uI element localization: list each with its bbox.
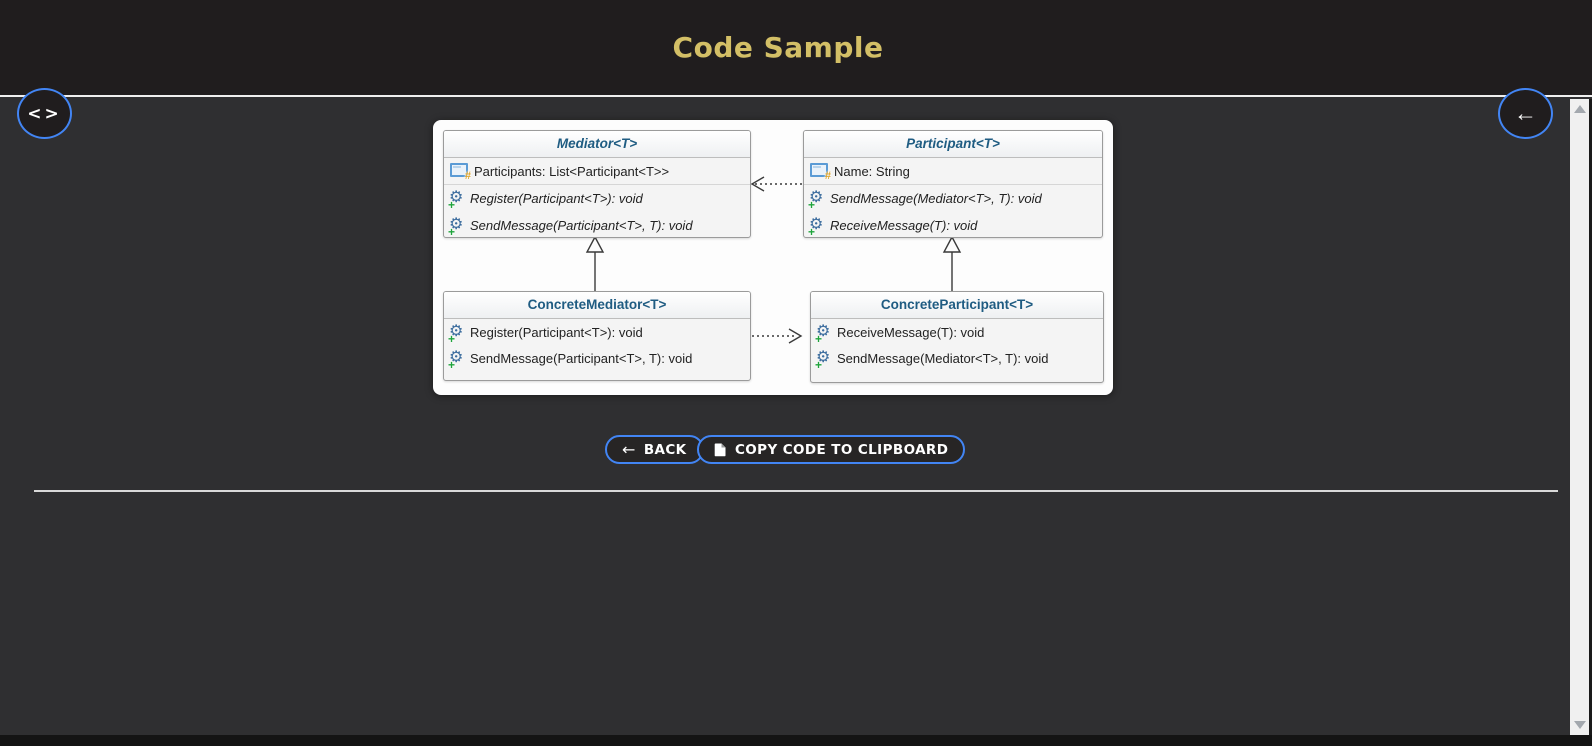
member-text: SendMessage(Mediator<T>, T): void <box>837 350 1049 366</box>
class-member: Participants: List<Participant<T>> <box>444 158 750 185</box>
left-arrow-icon: ← <box>1514 100 1537 126</box>
back-button[interactable]: ← BACK <box>605 435 704 464</box>
class-title: ConcreteMediator<T> <box>444 292 750 319</box>
back-button-label: BACK <box>643 441 687 458</box>
dependency-arrow-concretemediator-to-concreteparticipant <box>752 328 803 344</box>
method-icon <box>448 189 466 211</box>
property-icon <box>450 163 471 182</box>
method-icon <box>815 349 833 371</box>
class-title: Mediator<T> <box>444 131 750 158</box>
view-code-button[interactable]: <> <box>17 88 72 139</box>
method-icon <box>808 216 826 237</box>
member-text: Name: String <box>834 163 910 179</box>
class-member: ReceiveMessage(T): void <box>811 319 1103 345</box>
property-icon <box>810 163 831 182</box>
class-member: SendMessage(Participant<T>, T): void <box>444 345 750 371</box>
inheritance-arrow-concretemediator <box>585 235 605 291</box>
member-text: Register(Participant<T>): void <box>470 324 643 340</box>
code-brackets-icon: <> <box>27 103 62 124</box>
horizontal-divider <box>34 490 1558 492</box>
class-member: SendMessage(Mediator<T>, T): void <box>804 185 1102 212</box>
class-member: Register(Participant<T>): void <box>444 319 750 345</box>
page-title: Code Sample <box>672 31 884 64</box>
method-icon <box>815 323 833 345</box>
document-icon <box>714 443 726 457</box>
class-box-participant: Participant<T> Name: String SendMessage(… <box>803 130 1103 238</box>
class-member: SendMessage(Mediator<T>, T): void <box>811 345 1103 371</box>
scrollbar-down-arrow-icon[interactable] <box>1574 721 1586 729</box>
member-text: SendMessage(Participant<T>, T): void <box>470 218 693 233</box>
member-text: ReceiveMessage(T): void <box>837 324 985 340</box>
method-icon <box>808 189 826 211</box>
bottom-edge-bar <box>0 735 1592 746</box>
method-icon <box>448 349 466 371</box>
member-text: ReceiveMessage(T): void <box>830 218 978 233</box>
class-member: Name: String <box>804 158 1102 185</box>
scrollbar-up-arrow-icon[interactable] <box>1574 105 1586 113</box>
scrollbar-track[interactable] <box>1570 99 1589 735</box>
member-text: Register(Participant<T>): void <box>470 191 643 206</box>
navigate-back-button[interactable]: ← <box>1498 88 1553 139</box>
inheritance-arrow-concreteparticipant <box>942 235 962 291</box>
class-member: Register(Participant<T>): void <box>444 185 750 212</box>
class-title: Participant<T> <box>804 131 1102 158</box>
class-member: SendMessage(Participant<T>, T): void <box>444 212 750 237</box>
method-icon <box>448 216 466 237</box>
member-text: Participants: List<Participant<T>> <box>474 163 670 179</box>
class-member: ReceiveMessage(T): void <box>804 212 1102 237</box>
vertical-scrollbar[interactable] <box>1570 99 1592 735</box>
class-box-concrete-participant: ConcreteParticipant<T> ReceiveMessage(T)… <box>810 291 1104 383</box>
class-box-concrete-mediator: ConcreteMediator<T> Register(Participant… <box>443 291 751 381</box>
class-title: ConcreteParticipant<T> <box>811 292 1103 319</box>
method-icon <box>448 323 466 345</box>
copy-code-button-label: COPY CODE TO CLIPBOARD <box>735 441 949 458</box>
class-box-mediator: Mediator<T> Participants: List<Participa… <box>443 130 751 238</box>
header-bar: Code Sample <box>0 0 1592 97</box>
copy-code-button[interactable]: COPY CODE TO CLIPBOARD <box>697 435 966 464</box>
uml-diagram-panel: Mediator<T> Participants: List<Participa… <box>433 120 1113 395</box>
member-text: SendMessage(Participant<T>, T): void <box>470 350 693 366</box>
back-arrow-icon: ← <box>622 440 636 459</box>
member-text: SendMessage(Mediator<T>, T): void <box>830 191 1042 206</box>
dependency-arrow-participant-to-mediator <box>750 176 802 192</box>
